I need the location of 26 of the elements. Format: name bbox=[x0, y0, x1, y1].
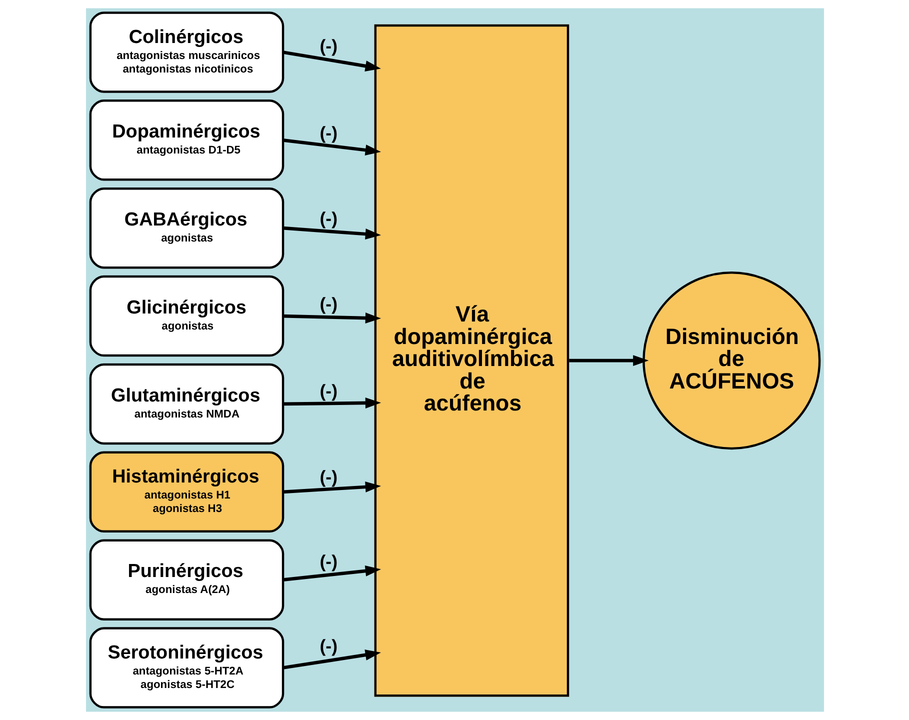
node-box: Colinérgicos antagonistas muscarinicos antagonistas nicotinicos bbox=[88, 12, 284, 93]
arrow bbox=[282, 50, 380, 72]
edge-label: (-) bbox=[319, 208, 338, 229]
arrow bbox=[282, 226, 381, 240]
node-box: Glutaminérgicos antagonistas NMDA bbox=[88, 363, 284, 445]
node-box: Glicinérgicos agonistas bbox=[88, 275, 284, 357]
node-box: GABAérgicos agonistas bbox=[88, 187, 284, 269]
arrow bbox=[282, 398, 381, 408]
node-circle: Disminución de ACÚFENOS bbox=[642, 272, 820, 450]
arrow bbox=[282, 566, 380, 582]
edge-label: (-) bbox=[319, 294, 338, 314]
arrow bbox=[282, 482, 381, 494]
arrow bbox=[568, 355, 648, 366]
arrow bbox=[282, 138, 380, 156]
edge-label: (-) bbox=[319, 551, 338, 572]
node-box: Purinérgicos agonistas A(2A) bbox=[88, 539, 284, 620]
node-box: Dopaminérgicos antagonistas D1-D5 bbox=[88, 100, 284, 181]
edge-label: (-) bbox=[319, 122, 338, 143]
edge-label: (-) bbox=[319, 466, 338, 487]
arrow bbox=[282, 312, 381, 324]
edge-label: (-) bbox=[319, 381, 338, 402]
edge-label: (-) bbox=[319, 636, 338, 656]
edge-label: (-) bbox=[319, 36, 338, 56]
node-box: Serotoninérgicos antagonistas 5-HT2A agonistas 5-HT2C bbox=[88, 627, 284, 708]
arrow bbox=[282, 650, 380, 670]
node-box: Histaminérgicos antagonistas H1 agonistas H3 bbox=[88, 451, 284, 533]
